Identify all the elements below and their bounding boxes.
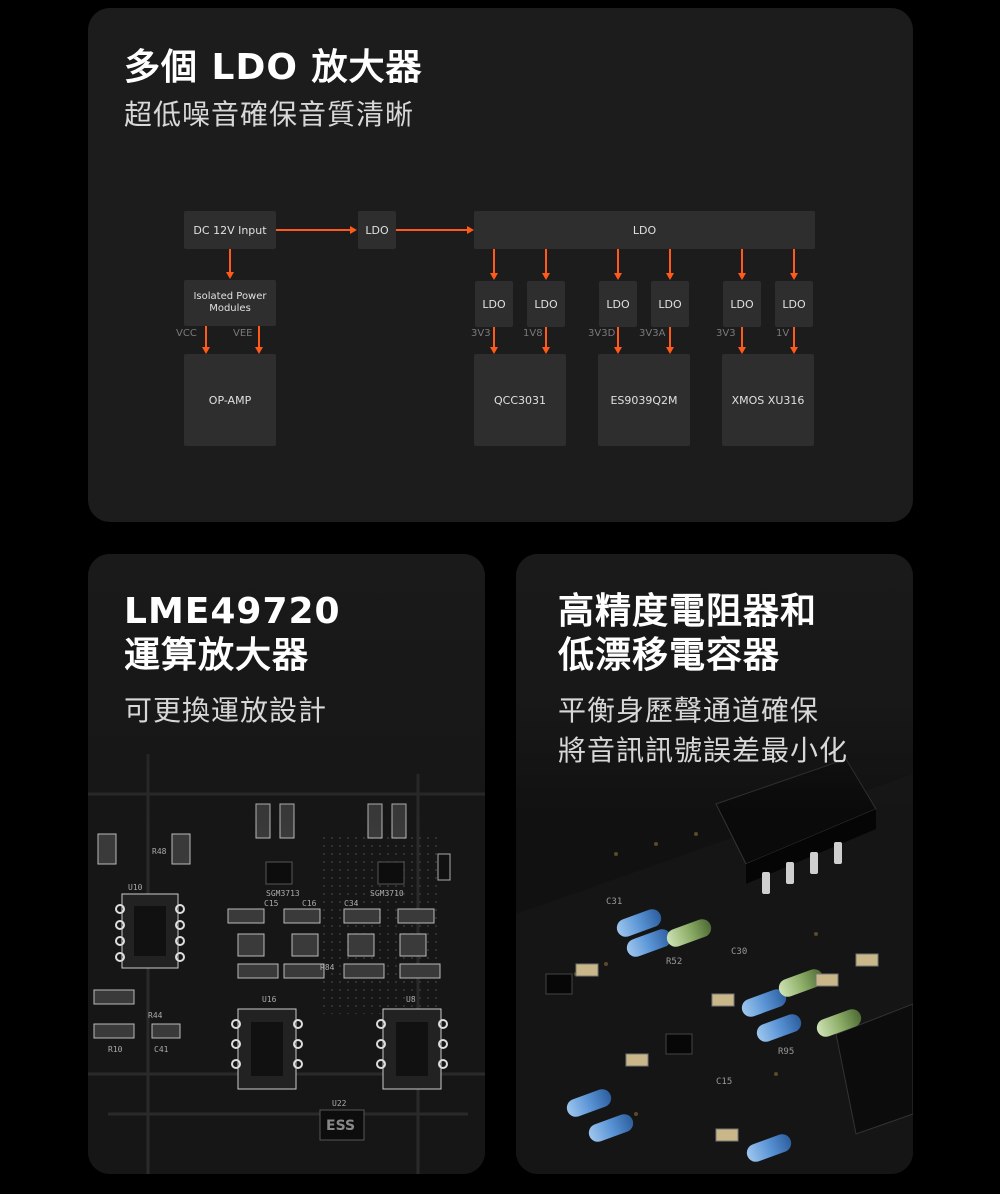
rail-label: 3V3 xyxy=(471,328,491,339)
pcb-label: C16 xyxy=(302,899,317,908)
pcb-label: R52 xyxy=(666,957,682,967)
opamp-title-line1: LME49720 xyxy=(124,591,341,632)
arrow-down-icon xyxy=(542,347,550,354)
opamp-subtitle: 可更換運放設計 xyxy=(124,694,328,727)
ldo-box: LDO xyxy=(475,281,513,327)
connector-line xyxy=(669,327,671,348)
ldo-main-box: LDO xyxy=(358,211,396,249)
resistor-title-line1: 高精度電阻器和 xyxy=(558,591,818,632)
op-amp-box: OP-AMP xyxy=(184,354,276,446)
ldo-card-subtitle: 超低噪音確保音質清晰 xyxy=(124,98,415,131)
pcb-label: SGM3713 xyxy=(266,889,300,898)
rail-label: 3V3A xyxy=(639,328,666,339)
dc-input-box: DC 12V Input xyxy=(184,211,276,249)
connector-line xyxy=(617,327,619,348)
ldo-box: LDO xyxy=(527,281,565,327)
vee-label: VEE xyxy=(233,328,253,339)
opamp-title-line2: 運算放大器 xyxy=(124,635,310,676)
resistor-card: R52 R95 C30 C15 C31 高精度電阻器和 低漂移電容器 平衡身歷聲… xyxy=(516,554,913,1174)
vcc-label: VCC xyxy=(176,328,197,339)
connector-line xyxy=(258,326,260,348)
arrow-down-icon xyxy=(666,347,674,354)
pcb-label: C41 xyxy=(154,1045,169,1054)
rail-label: 3V3D xyxy=(588,328,616,339)
ldo-bus-box: LDO xyxy=(474,211,815,249)
xmos-chip-box: XMOS XU316 xyxy=(722,354,814,446)
rail-label: 3V3 xyxy=(716,328,736,339)
arrow-down-icon xyxy=(666,273,674,280)
pcb-label: R84 xyxy=(320,963,335,972)
arrow-down-icon xyxy=(202,347,210,354)
connector-line xyxy=(205,326,207,348)
es-chip-box: ES9039Q2M xyxy=(598,354,690,446)
ldo-box: LDO xyxy=(599,281,637,327)
connector-line xyxy=(617,249,619,274)
ldo-box: LDO xyxy=(723,281,761,327)
arrow-down-icon xyxy=(738,347,746,354)
connector-line xyxy=(669,249,671,274)
ldo-box: LDO xyxy=(775,281,813,327)
connector-line xyxy=(545,249,547,274)
isolated-power-box: Isolated Power Modules xyxy=(184,280,276,326)
pcb-label: U16 xyxy=(262,995,277,1004)
pcb-closeup-illustration: R52 R95 C30 C15 C31 xyxy=(516,554,913,1174)
rail-label: 1V8 xyxy=(523,328,543,339)
connector-line xyxy=(493,249,495,274)
pcb-label: U22 xyxy=(332,1099,347,1108)
arrow-down-icon xyxy=(226,272,234,279)
pcb-label: R95 xyxy=(778,1047,794,1057)
connector-line xyxy=(793,327,795,348)
ldo-card-title: 多個 LDO 放大器 xyxy=(124,47,423,88)
arrow-down-icon xyxy=(790,347,798,354)
connector-line xyxy=(741,249,743,274)
pcb-label: R48 xyxy=(152,847,167,856)
pcb-label: U10 xyxy=(128,883,143,892)
connector-line xyxy=(741,327,743,348)
connector-line xyxy=(493,327,495,348)
connector-line xyxy=(793,249,795,274)
pcb-label: SGM3710 xyxy=(370,889,404,898)
pcb-label: C31 xyxy=(606,897,622,907)
arrow-down-icon xyxy=(255,347,263,354)
pcb-label: C15 xyxy=(716,1077,732,1087)
opamp-card: U10 R48 C15 C16 C34 SGM3713 SGM3710 R84 … xyxy=(88,554,485,1174)
pcb-label: U8 xyxy=(406,995,416,1004)
pcb-label: R10 xyxy=(108,1045,123,1054)
arrow-down-icon xyxy=(614,347,622,354)
ldo-box: LDO xyxy=(651,281,689,327)
connector-line xyxy=(545,327,547,348)
connector-line xyxy=(396,229,468,231)
ldo-card: 多個 LDO 放大器 超低噪音確保音質清晰 DC 12V Input LDO L… xyxy=(88,8,913,522)
arrow-down-icon xyxy=(738,273,746,280)
pcb-label: C34 xyxy=(344,899,359,908)
arrow-down-icon xyxy=(542,273,550,280)
pcb-illustration: U10 R48 C15 C16 C34 SGM3713 SGM3710 R84 … xyxy=(88,554,485,1174)
resistor-title-line2: 低漂移電容器 xyxy=(558,635,781,676)
connector-line xyxy=(276,229,352,231)
connector-line xyxy=(229,249,231,273)
resistor-subtitle-line2: 將音訊訊號誤差最小化 xyxy=(558,734,849,767)
rail-label: 1V xyxy=(776,328,790,339)
qcc-chip-box: QCC3031 xyxy=(474,354,566,446)
arrow-down-icon xyxy=(614,273,622,280)
ess-logo: ESS xyxy=(326,1118,355,1134)
pcb-label: C15 xyxy=(264,899,279,908)
arrow-down-icon xyxy=(490,347,498,354)
pcb-label: C30 xyxy=(731,947,747,957)
arrow-right-icon xyxy=(350,226,357,234)
pcb-label: R44 xyxy=(148,1011,163,1020)
resistor-subtitle-line1: 平衡身歷聲通道確保 xyxy=(558,694,820,727)
arrow-down-icon xyxy=(790,273,798,280)
power-diagram: DC 12V Input LDO LDO Isolated Power Modu… xyxy=(88,8,913,522)
arrow-down-icon xyxy=(490,273,498,280)
arrow-right-icon xyxy=(467,226,474,234)
